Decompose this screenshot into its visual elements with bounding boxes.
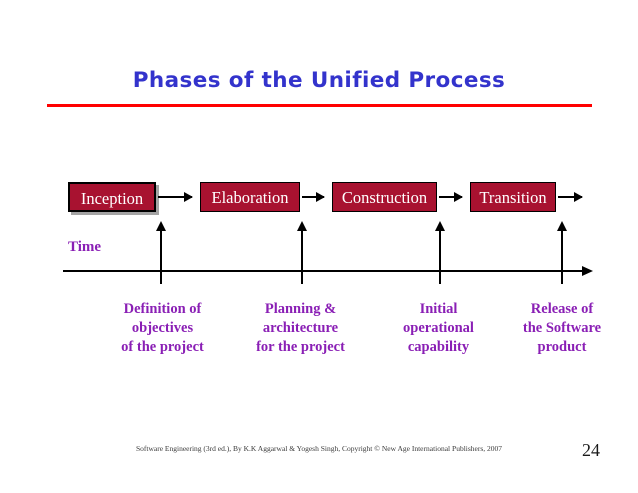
caption-line: Definition of [123, 301, 202, 317]
caption-line: Initial [419, 301, 458, 317]
caption-transition: Release of the Software product [492, 300, 632, 357]
title-underline-rule [47, 104, 592, 107]
riser-arrow-inception-icon [156, 221, 166, 284]
caption-line: of the project [121, 339, 204, 355]
caption-inception: Definition of objectives of the project [90, 300, 235, 357]
caption-line: capability [407, 339, 470, 355]
time-axis-arrow-icon [63, 266, 593, 276]
riser-arrow-construction-icon [435, 221, 445, 284]
footer-credit: Software Engineering (3rd ed.), By K.K A… [135, 444, 503, 453]
arrow-elaboration-to-construction-icon [302, 192, 325, 202]
arrow-transition-outgoing-icon [558, 192, 583, 202]
page-number: 24 [582, 440, 600, 460]
phase-box-construction[interactable]: Construction [332, 182, 437, 212]
caption-line: product [537, 339, 587, 355]
caption-construction: Initial operational capability [366, 300, 511, 357]
arrow-construction-to-transition-icon [439, 192, 463, 202]
phase-box-elaboration[interactable]: Elaboration [200, 182, 300, 212]
riser-arrow-transition-icon [557, 221, 567, 284]
caption-line: Release of [530, 301, 594, 317]
caption-elaboration: Planning & architecture for the project [228, 300, 373, 357]
phase-box-inception[interactable]: Inception [68, 182, 156, 212]
arrow-inception-to-elaboration-icon [158, 192, 193, 202]
riser-arrow-elaboration-icon [297, 221, 307, 284]
caption-line: the Software [522, 320, 602, 336]
caption-line: for the project [256, 339, 345, 355]
time-axis-label: Time [68, 239, 102, 255]
caption-line: objectives [131, 320, 194, 336]
page-title: Phases of the Unified Process [132, 68, 506, 93]
phase-box-transition[interactable]: Transition [470, 182, 556, 212]
caption-line: architecture [262, 320, 339, 336]
caption-line: Planning & [264, 301, 337, 317]
caption-line: operational [403, 320, 474, 336]
